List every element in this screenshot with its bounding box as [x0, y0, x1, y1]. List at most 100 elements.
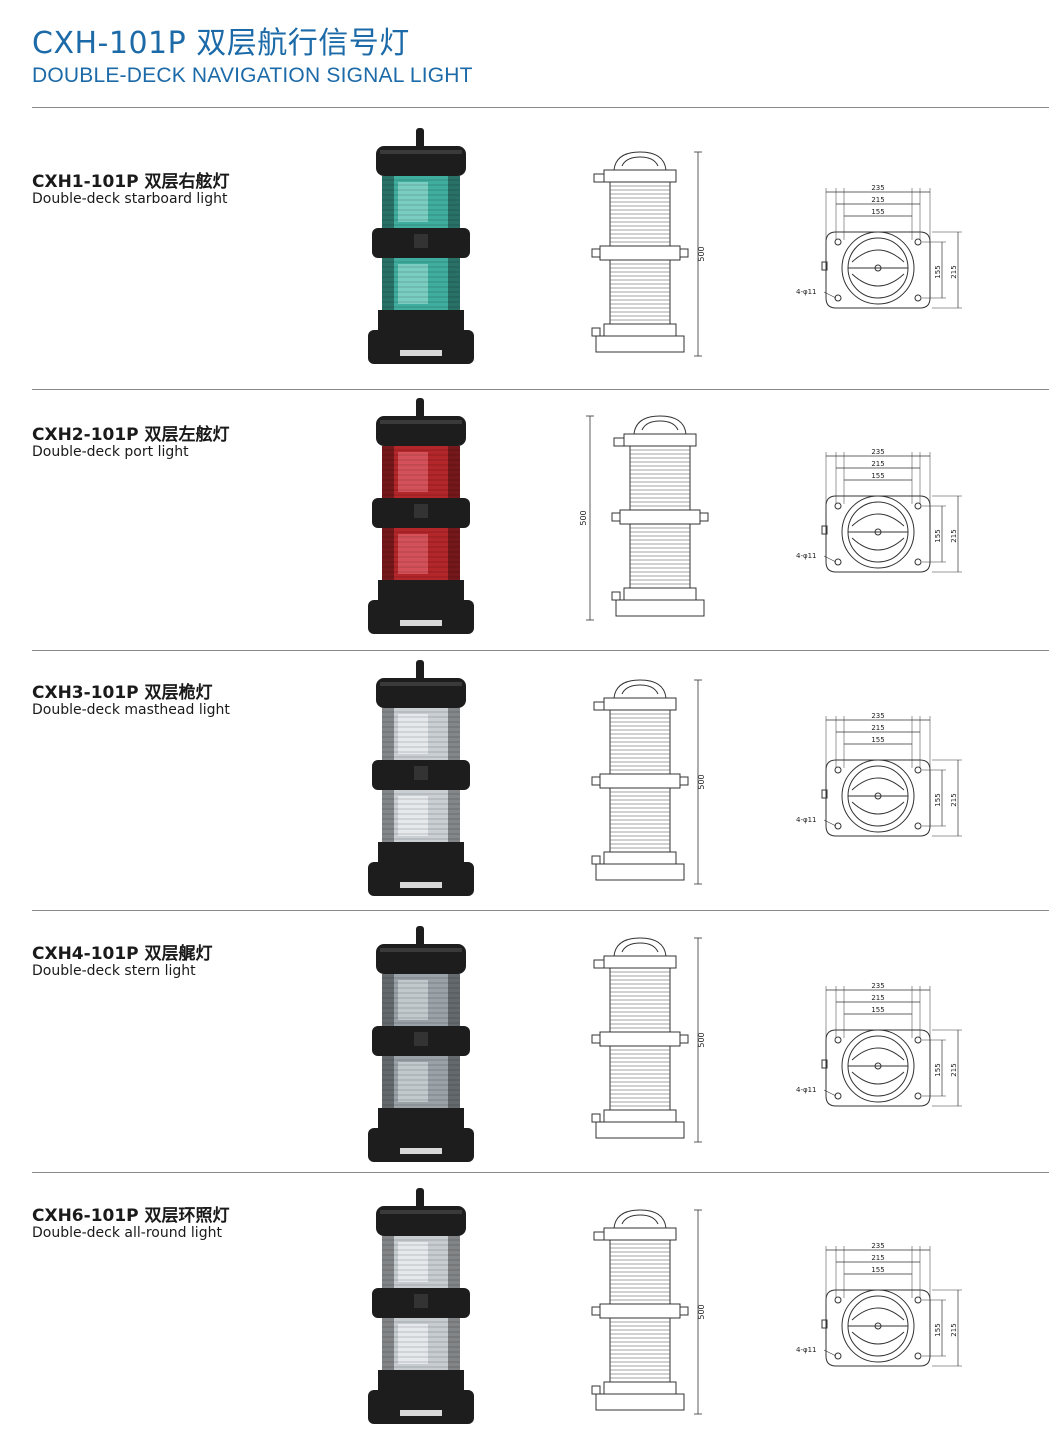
base-label-plate — [400, 1148, 442, 1154]
cable — [416, 128, 424, 150]
mounting-hole — [834, 502, 842, 510]
cap — [603, 697, 677, 711]
base-label-plate — [400, 882, 442, 888]
product-model: CXH6-101P 双层环照灯 — [32, 1206, 230, 1226]
base-plate — [615, 599, 705, 617]
width-mid-label: 215 — [871, 1254, 884, 1262]
mounting-hole — [834, 1092, 842, 1100]
divider — [32, 389, 1049, 390]
middle-flange — [599, 1031, 681, 1047]
leader-line — [823, 819, 837, 827]
mounting-hole — [914, 558, 922, 566]
depth-outer-label: 215 — [950, 1323, 958, 1336]
center-bolt — [874, 1062, 882, 1070]
center-bolt — [874, 1322, 882, 1330]
width-inner-label: 155 — [871, 1006, 884, 1014]
base-plate — [368, 600, 474, 634]
lens-highlight — [398, 1062, 428, 1102]
holes-label: 4-φ11 — [796, 1346, 817, 1354]
middle-flange — [599, 773, 681, 789]
side-elevation-drawing: 500 — [591, 1209, 706, 1415]
base-plate — [368, 330, 474, 364]
depth-outer-label: 215 — [950, 793, 958, 806]
width-outer-label: 235 — [871, 982, 884, 990]
width-mid-label: 215 — [871, 196, 884, 204]
outer-ring — [841, 1289, 915, 1363]
product-model: CXH3-101P 双层桅灯 — [32, 683, 213, 703]
base-label-plate — [400, 620, 442, 626]
product-model: CXH1-101P 双层右舷灯 — [32, 172, 230, 192]
mounting-hole — [834, 294, 842, 302]
height-dimension-label: 500 — [697, 774, 706, 789]
mounting-hole — [834, 822, 842, 830]
base-plate — [595, 335, 685, 353]
divider — [32, 107, 1049, 108]
outer-ring — [841, 1029, 915, 1103]
mounting-hole — [914, 1296, 922, 1304]
side-elevation-drawing: 500 — [591, 937, 706, 1143]
base — [378, 1370, 464, 1392]
middle-flange — [599, 1303, 681, 1319]
base — [378, 842, 464, 864]
lens-highlight — [398, 264, 428, 304]
middle-flange — [599, 245, 681, 261]
outer-ring — [841, 495, 915, 569]
mounting-hole — [834, 766, 842, 774]
center-bolt — [874, 264, 882, 272]
gland — [613, 437, 625, 447]
lens-highlight — [398, 980, 428, 1020]
center-bolt — [874, 792, 882, 800]
width-inner-label: 155 — [871, 208, 884, 216]
width-inner-label: 155 — [871, 736, 884, 744]
mounting-hole — [914, 1092, 922, 1100]
mounting-hole — [834, 1352, 842, 1360]
height-dimension-label: 500 — [697, 246, 706, 261]
leader-line — [823, 1089, 837, 1097]
side-elevation-drawing: 500 — [580, 415, 709, 621]
height-dimension-label: 500 — [697, 1032, 706, 1047]
cable — [416, 1188, 424, 1210]
mounting-hole — [834, 1036, 842, 1044]
center-bolt — [874, 528, 882, 536]
height-dimension-label: 500 — [697, 1304, 706, 1319]
product-photo — [368, 926, 474, 1162]
dome — [613, 937, 667, 957]
width-mid-label: 215 — [871, 724, 884, 732]
base — [603, 1381, 677, 1395]
lens-highlight — [398, 452, 428, 492]
depth-outer-label: 215 — [950, 1063, 958, 1076]
cable — [416, 398, 424, 420]
divider — [32, 910, 1049, 911]
width-outer-label: 235 — [871, 1242, 884, 1250]
product-model: CXH4-101P 双层艉灯 — [32, 944, 213, 964]
holes-label: 4-φ11 — [796, 288, 817, 296]
width-outer-label: 235 — [871, 712, 884, 720]
product-description: Double-deck starboard light — [32, 191, 228, 207]
width-outer-label: 235 — [871, 448, 884, 456]
height-dimension-label: 500 — [580, 510, 588, 525]
lens-highlight — [398, 796, 428, 836]
base — [603, 1109, 677, 1123]
lens-highlight — [398, 534, 428, 574]
width-mid-label: 215 — [871, 460, 884, 468]
mounting-hole — [914, 502, 922, 510]
mounting-plate — [825, 1029, 931, 1107]
mounting-hole — [914, 1352, 922, 1360]
base — [603, 851, 677, 865]
outer-ring — [841, 231, 915, 305]
lens-highlight — [398, 1324, 428, 1364]
mounting-hole — [914, 766, 922, 774]
mounting-hole — [834, 1296, 842, 1304]
middle-flange — [619, 509, 701, 525]
mounting-plate — [825, 1289, 931, 1367]
cap — [603, 955, 677, 969]
cable — [416, 926, 424, 948]
dome — [613, 679, 667, 699]
leader-line — [823, 291, 837, 299]
base — [603, 323, 677, 337]
base — [378, 310, 464, 332]
page-header: CXH-101P 双层航行信号灯 DOUBLE-DECK NAVIGATION … — [32, 18, 473, 88]
cap — [623, 433, 697, 447]
